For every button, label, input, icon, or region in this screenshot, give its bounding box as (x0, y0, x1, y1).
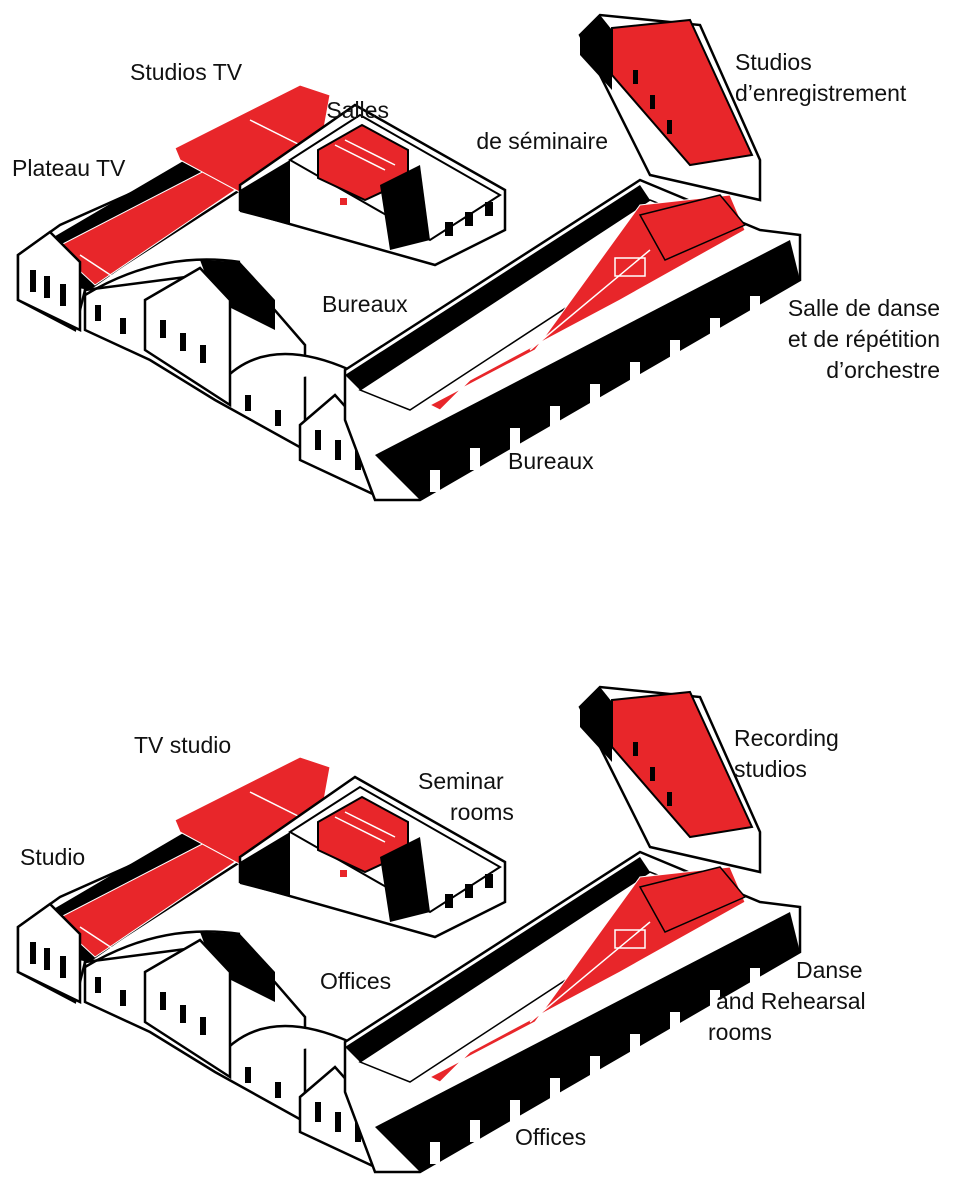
label-recording-studios: Recording studios (734, 725, 839, 782)
label-offices-bottom: Offices (515, 1124, 587, 1150)
label-salle-danse: Salle de danse et de répétition d’orches… (787, 295, 940, 383)
label-studios-tv: Studios TV (130, 59, 243, 85)
label-studios-enregistrement: Studios d’enregistrement (735, 49, 907, 106)
label-seminar-rooms: Seminar rooms (418, 768, 514, 825)
label-bureaux-bottom: Bureaux (508, 448, 594, 474)
label-salles-seminaire: Salles de séminaire (326, 97, 608, 154)
label-plateau-tv: Plateau TV (12, 155, 126, 181)
label-tv-studio: TV studio (134, 732, 232, 758)
label-bureaux-top: Bureaux (322, 291, 408, 317)
label-offices-top: Offices (320, 968, 392, 994)
label-danse-rooms: Danse and Rehearsal rooms (708, 957, 866, 1045)
label-studio: Studio (20, 844, 86, 870)
